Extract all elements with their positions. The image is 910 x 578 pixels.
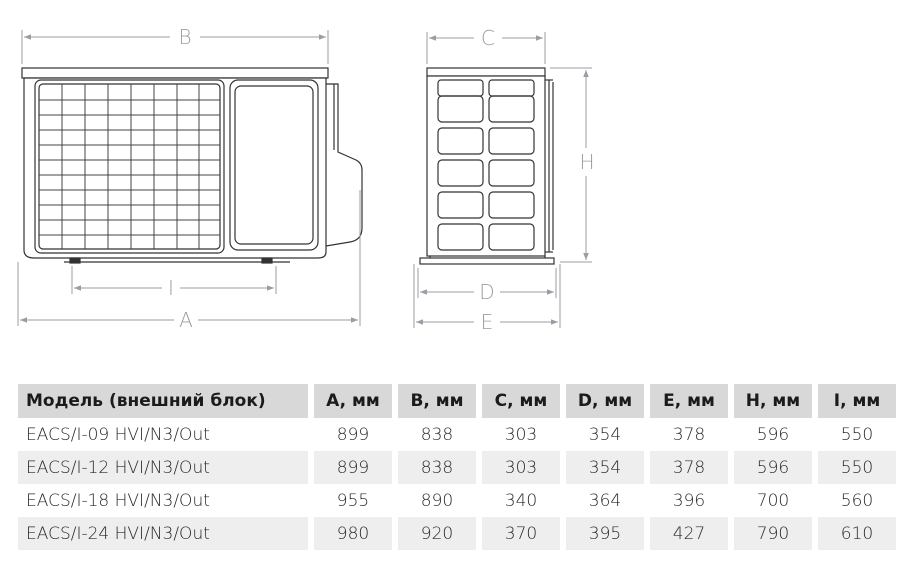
header-b: B, мм [398, 384, 476, 418]
cell-d: 354 [566, 451, 644, 484]
cell-h: 790 [734, 517, 812, 550]
cell-e: 396 [672, 490, 706, 511]
header-model: Модель (внешний блок) [18, 384, 308, 418]
header-c: C, мм [482, 384, 560, 418]
cell-i: 550 [818, 451, 896, 484]
label-b: B [178, 25, 191, 49]
front-view [21, 67, 363, 264]
cell-e: 378 [672, 424, 706, 445]
header-i: I, мм [818, 384, 896, 418]
cell-c: 370 [482, 517, 560, 550]
table-row: EACS/I-18 HVI/N3/Out 955 890 340 364 396… [18, 484, 896, 517]
cell-i: 550 [840, 424, 874, 445]
side-view [419, 67, 555, 265]
cell-a: 899 [314, 451, 392, 484]
dimension-labels: B C H I A D E [168, 25, 594, 334]
header-h: H, мм [734, 384, 812, 418]
cell-h: 700 [756, 490, 790, 511]
header-e: E, мм [650, 384, 728, 418]
cell-d: 354 [588, 424, 622, 445]
table-header-row: Модель (внешний блок) A, мм B, мм C, мм … [18, 384, 896, 418]
cell-a: 899 [336, 424, 370, 445]
cell-i: 610 [818, 517, 896, 550]
label-d: D [479, 280, 494, 304]
dimensions-table: Модель (внешний блок) A, мм B, мм C, мм … [12, 384, 902, 550]
cell-b: 838 [420, 424, 454, 445]
cell-model: EACS/I-24 HVI/N3/Out [18, 517, 308, 550]
header-d: D, мм [566, 384, 644, 418]
cell-h: 596 [756, 424, 790, 445]
cell-b: 838 [398, 451, 476, 484]
cell-d: 364 [588, 490, 622, 511]
cell-c: 303 [504, 424, 538, 445]
cell-model: EACS/I-09 HVI/N3/Out [26, 424, 210, 445]
table-row: EACS/I-24 HVI/N3/Out 980 920 370 395 427… [18, 517, 896, 550]
cell-e: 378 [650, 451, 728, 484]
label-h: H [579, 150, 594, 174]
cell-model: EACS/I-18 HVI/N3/Out [26, 490, 210, 511]
cell-a: 980 [314, 517, 392, 550]
cell-a: 955 [336, 490, 370, 511]
label-a: A [179, 308, 193, 332]
cell-e: 427 [650, 517, 728, 550]
cell-model: EACS/I-12 HVI/N3/Out [18, 451, 308, 484]
table-row: EACS/I-09 HVI/N3/Out 899 838 303 354 378… [18, 418, 896, 451]
cell-i: 560 [840, 490, 874, 511]
cell-d: 395 [566, 517, 644, 550]
table-row: EACS/I-12 HVI/N3/Out 899 838 303 354 378… [18, 451, 896, 484]
header-a: A, мм [314, 384, 392, 418]
cell-c: 303 [482, 451, 560, 484]
label-i: I [168, 276, 174, 300]
cell-c: 340 [504, 490, 538, 511]
cell-h: 596 [734, 451, 812, 484]
dimension-lines [17, 30, 592, 328]
dimension-drawing: B C H I A D E [17, 25, 595, 334]
cell-b: 890 [420, 490, 454, 511]
label-c: C [481, 26, 495, 50]
cell-b: 920 [398, 517, 476, 550]
label-e: E [481, 310, 494, 334]
